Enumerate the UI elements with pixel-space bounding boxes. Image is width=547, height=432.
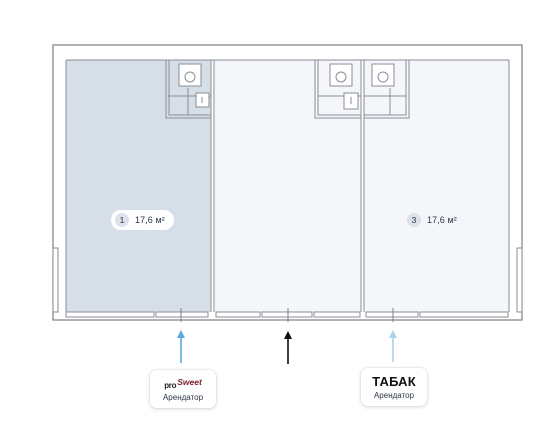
toilet-icon	[335, 71, 347, 83]
unit-1-badge[interactable]: 1 17,6 м²	[111, 210, 174, 230]
tenant-label: Арендатор	[373, 390, 415, 400]
toilet-icon	[377, 71, 389, 83]
entrance-arrow-icon	[284, 331, 292, 364]
unit-2-room[interactable]	[214, 60, 361, 312]
unit-area: 17,6 м²	[135, 215, 165, 225]
tenant-logo: ТАБАК	[372, 373, 416, 389]
unit-number: 3	[407, 213, 421, 227]
bathroom-unit-3	[364, 60, 410, 119]
tenant-card-tabak[interactable]: ТАБАК Арендатор	[361, 368, 427, 406]
tenant-label: Арендатор	[162, 393, 204, 402]
entrance-arrow-icon	[389, 330, 397, 362]
bathroom-unit-2	[314, 60, 361, 119]
unit-number: 1	[115, 213, 129, 227]
unit-3-room[interactable]	[364, 60, 509, 312]
bathroom-unit-1	[165, 60, 211, 119]
unit-area: 17,6 м²	[427, 215, 457, 225]
entrance-arrow-icon	[177, 330, 185, 363]
toilet-icon	[184, 71, 196, 83]
unit-1-room[interactable]	[66, 60, 211, 312]
unit-3-badge[interactable]: 3 17,6 м²	[403, 210, 466, 230]
